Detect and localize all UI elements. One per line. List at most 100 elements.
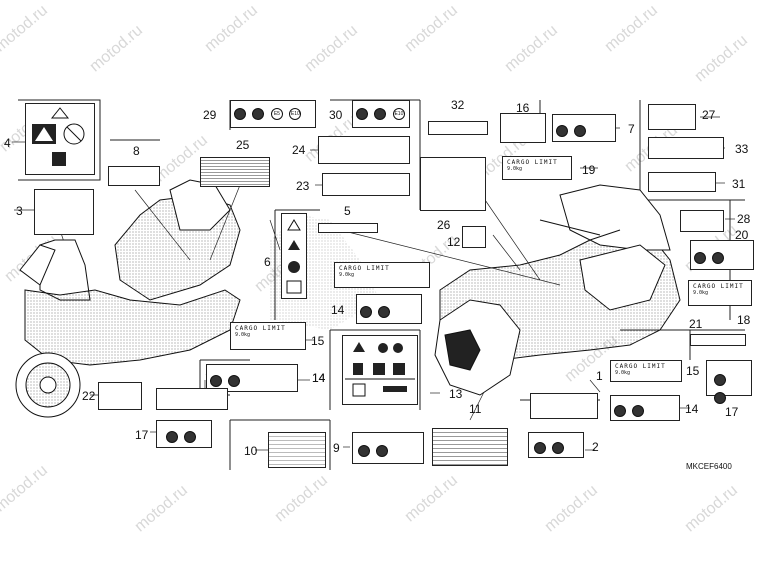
cargo-value: 9.0kg xyxy=(615,370,631,376)
cargo-icon xyxy=(632,404,645,417)
callout-number: 10 xyxy=(244,444,258,458)
callout-number: 7 xyxy=(628,122,635,136)
fuel-icon xyxy=(356,107,368,120)
label-24 xyxy=(318,136,410,164)
label-7 xyxy=(552,114,616,142)
cargo-value: 9.0kg xyxy=(339,272,355,278)
label-20 xyxy=(690,240,754,270)
label-12 xyxy=(462,226,486,248)
label-8 xyxy=(108,166,160,186)
label-28 xyxy=(680,210,724,232)
callout-number: 18 xyxy=(737,313,751,327)
label-13 xyxy=(342,335,418,405)
callout-number: 22 xyxy=(82,389,96,403)
label-17 xyxy=(706,360,752,404)
helmet-icon xyxy=(614,404,626,417)
cargo-icon xyxy=(574,124,587,137)
pump-icon xyxy=(714,391,726,404)
callout-number: 21 xyxy=(689,317,703,331)
label-27 xyxy=(648,104,696,130)
callout-number: 4 xyxy=(4,136,11,150)
label-14 xyxy=(610,395,680,421)
label-2 xyxy=(528,432,584,458)
label-15-cargo: CARGO LIMIT 9.0kg xyxy=(334,262,430,288)
cargo-icon xyxy=(534,441,546,454)
helmet-icon xyxy=(552,441,565,454)
cargo-icon xyxy=(378,305,391,318)
label-1 xyxy=(530,393,598,419)
callout-number: 32 xyxy=(451,98,465,112)
label-13-icons xyxy=(345,342,415,397)
helmet-icon xyxy=(166,430,178,443)
label-31 xyxy=(648,172,716,192)
pump-icon xyxy=(252,107,265,120)
diagram-code: MKCEF6400 xyxy=(686,462,732,471)
cargo-value: 9.0kg xyxy=(507,166,523,172)
helmet-icon xyxy=(694,251,706,264)
helmet-icon xyxy=(556,124,568,137)
label-33 xyxy=(648,137,724,159)
cargo-title: CARGO LIMIT xyxy=(615,363,666,370)
callout-number: 17 xyxy=(725,405,739,419)
callout-number: 14 xyxy=(331,303,345,317)
label-15-cargo: CARGO LIMIT 9.0kg xyxy=(610,360,682,382)
label-4-warning xyxy=(25,103,95,175)
callout-number: 25 xyxy=(236,138,250,152)
callout-number: 30 xyxy=(329,108,343,122)
callout-number: 9 xyxy=(333,441,340,455)
callout-number: 31 xyxy=(732,177,746,191)
callout-number: 1 xyxy=(596,369,603,383)
helmet-icon xyxy=(360,305,372,318)
cargo-icon xyxy=(228,374,241,387)
fuel-icon xyxy=(234,107,246,120)
pump-icon xyxy=(184,430,197,443)
callout-number: 13 xyxy=(449,387,463,401)
cargo-icon xyxy=(376,444,389,457)
callout-number: 14 xyxy=(312,371,326,385)
label-5 xyxy=(318,223,378,233)
cargo-value: 9.0kg xyxy=(693,290,709,296)
callout-number: 16 xyxy=(516,101,530,115)
callout-number: 5 xyxy=(344,204,351,218)
callout-number: 15 xyxy=(686,364,700,378)
e10-icon: E10 xyxy=(289,107,302,120)
label-22 xyxy=(98,382,142,410)
label-9 xyxy=(352,432,424,464)
callout-number: 23 xyxy=(296,179,310,193)
label-17 xyxy=(156,420,212,448)
e5-icon: E5 xyxy=(270,107,283,120)
label-23 xyxy=(322,173,410,196)
callout-number: 14 xyxy=(685,402,699,416)
pump-icon xyxy=(374,107,387,120)
label-29: E5 E10 xyxy=(230,100,316,128)
label-18 xyxy=(690,334,746,346)
label-30: E10 xyxy=(352,100,410,128)
callout-number: 28 xyxy=(737,212,751,226)
callout-number: 3 xyxy=(16,204,23,218)
callout-number: 29 xyxy=(203,108,217,122)
helmet-icon xyxy=(714,373,726,386)
callout-number: 11 xyxy=(469,402,482,416)
callout-number: 20 xyxy=(735,228,749,242)
label-6-icons xyxy=(286,219,302,294)
warning-icons xyxy=(32,107,85,166)
callout-number: 15 xyxy=(311,334,325,348)
callout-number: 26 xyxy=(437,218,451,232)
label-25 xyxy=(200,157,270,187)
cargo-title: CARGO LIMIT xyxy=(339,265,390,272)
callout-number: 19 xyxy=(582,163,596,177)
label-19-cargo: CARGO LIMIT 9.0kg xyxy=(502,156,572,180)
cargo-icon xyxy=(712,251,725,264)
label-10 xyxy=(268,432,326,468)
callout-number: 24 xyxy=(292,143,306,157)
label-16 xyxy=(500,113,546,143)
cargo-title: CARGO LIMIT xyxy=(693,283,744,290)
cargo-value: 9.0kg xyxy=(235,332,251,338)
cargo-title: CARGO LIMIT xyxy=(507,159,558,166)
callout-number: 27 xyxy=(702,108,716,122)
label-15-cargo: CARGO LIMIT 9.0kg xyxy=(230,322,306,350)
helmet-icon xyxy=(358,444,370,457)
